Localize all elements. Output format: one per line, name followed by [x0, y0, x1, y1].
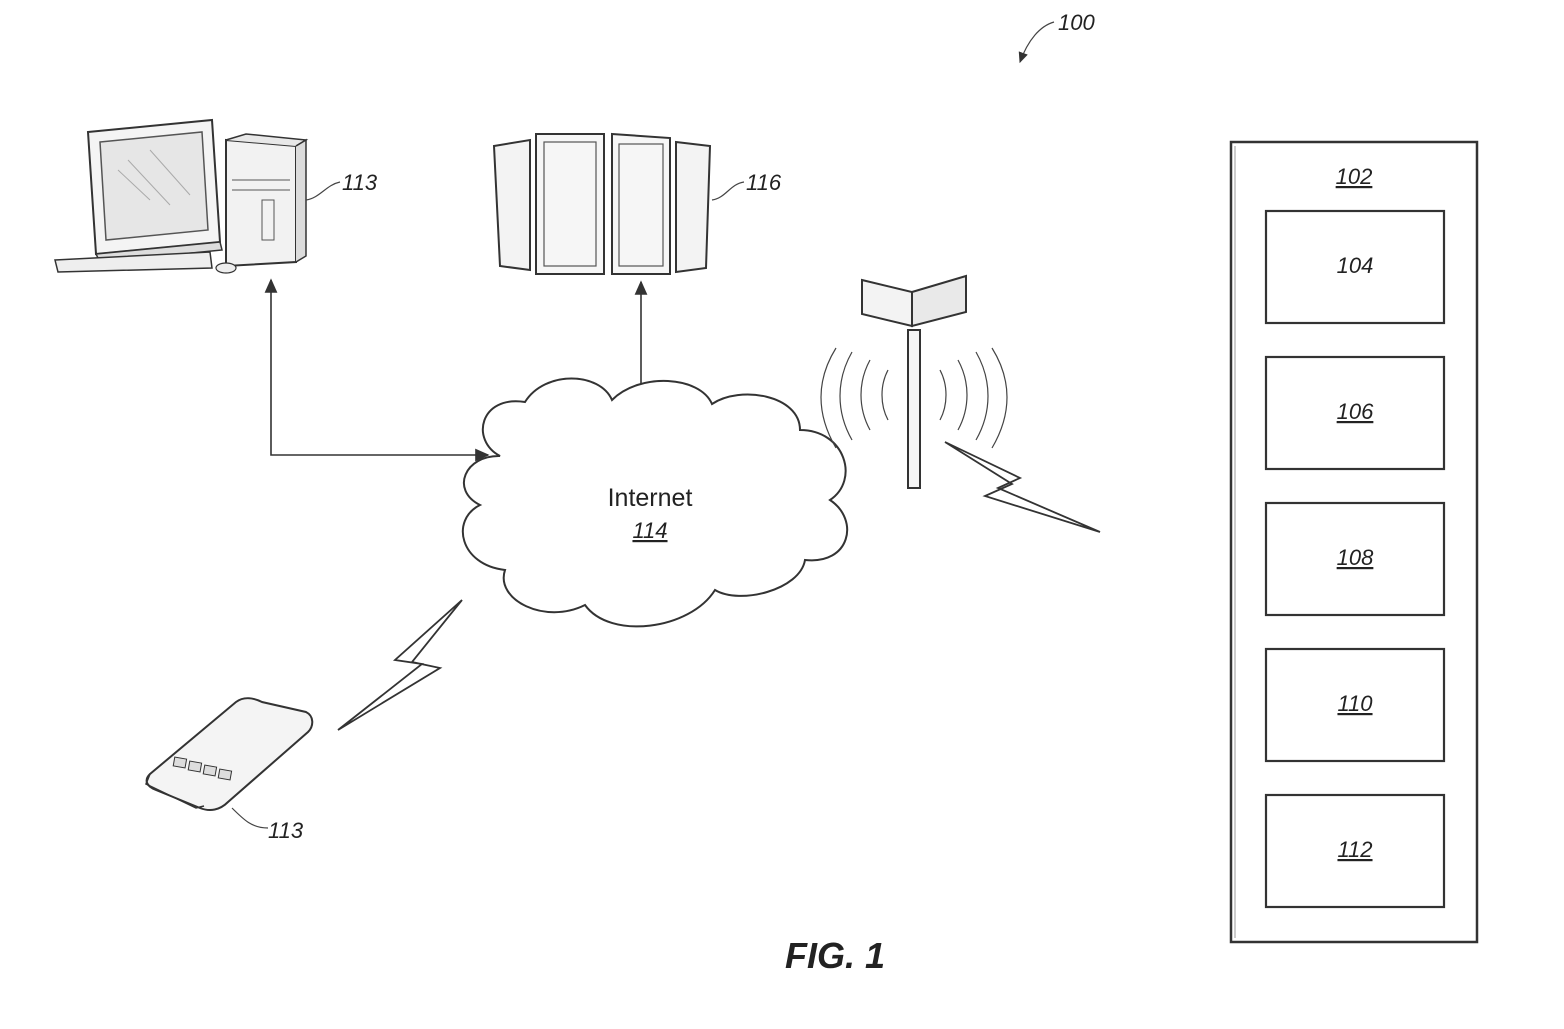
internet-ref-label: 114	[632, 518, 667, 543]
device-modules: 104 106 108 110 112	[1266, 211, 1444, 907]
mobile-leader	[232, 808, 268, 828]
module-ref-label: 110	[1337, 691, 1373, 716]
mobile-phone-icon	[146, 698, 312, 810]
module-ref-label: 106	[1337, 399, 1374, 424]
system-ref-leader	[1020, 22, 1054, 62]
module-ref-label: 112	[1337, 837, 1372, 862]
mobile-ref-label: 113	[268, 818, 304, 843]
server-rack-icon	[494, 134, 710, 274]
cell-tower-icon	[821, 276, 1007, 488]
figure-caption: FIG. 1	[785, 935, 885, 976]
module-ref-label: 108	[1337, 545, 1374, 570]
desktop-leader	[306, 182, 340, 200]
internet-label: Internet	[608, 484, 693, 512]
module-ref-label: 104	[1337, 253, 1374, 278]
desktop-internet-connector	[271, 280, 488, 455]
desktop-ref-label: 113	[342, 170, 378, 195]
server-ref-label: 116	[746, 170, 782, 195]
device-ref-label: 102	[1336, 164, 1373, 189]
wireless-link-tower-icon	[945, 442, 1100, 532]
server-leader	[712, 182, 744, 200]
system-ref-label: 100	[1058, 10, 1095, 35]
wireless-link-mobile-icon	[338, 600, 462, 730]
system-reference: 100	[1020, 10, 1095, 62]
desktop-computer-icon	[55, 120, 306, 273]
